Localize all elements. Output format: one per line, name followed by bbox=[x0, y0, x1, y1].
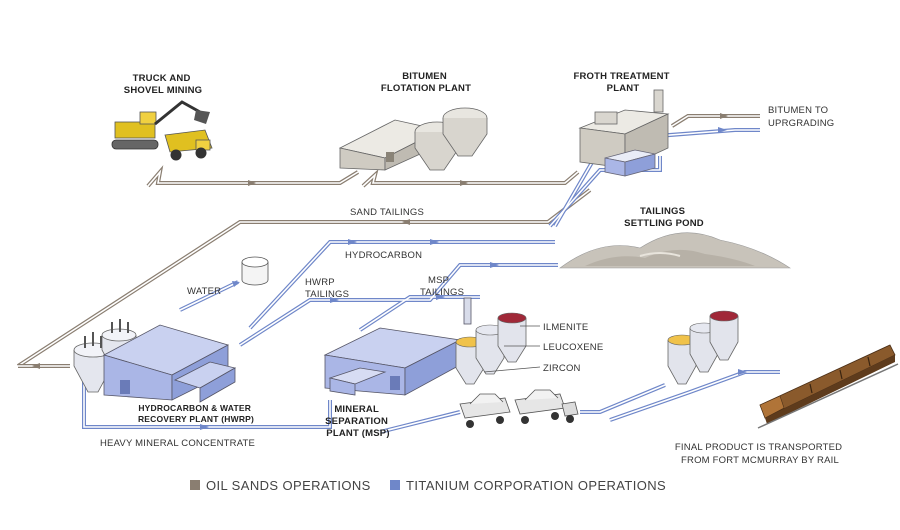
water-tank bbox=[241, 256, 269, 286]
rail-silos bbox=[667, 310, 739, 385]
haul-trucks-illustration bbox=[459, 389, 579, 428]
water-label: WATER bbox=[187, 286, 221, 297]
msp-plant-illustration bbox=[323, 297, 472, 396]
leucoxene-label: LEUCOXENE bbox=[543, 342, 603, 353]
msp-label: MINERAL SEPARATION PLANT (MSP) bbox=[325, 404, 391, 439]
trucks-to-silos-line bbox=[580, 383, 666, 414]
leucoxene-silo bbox=[475, 324, 505, 375]
truck-mining-label: TRUCK AND SHOVEL MINING bbox=[124, 73, 202, 96]
bitumen-flotation-label: BITUMEN FLOTATION PLANT bbox=[381, 71, 471, 94]
legend-titanium-label: TITANIUM CORPORATION OPERATIONS bbox=[406, 478, 666, 493]
bitumen-upgrading-label: BITUMEN TO UPRGRADING bbox=[768, 105, 834, 129]
hwrp-plant-illustration bbox=[73, 319, 237, 403]
msp-silos bbox=[455, 312, 527, 385]
msp-tailings-label: MSP TAILINGS bbox=[420, 275, 464, 298]
tailings-pond-illustration bbox=[559, 232, 791, 269]
truck-trailer-1 bbox=[459, 393, 511, 428]
froth-treatment-illustration bbox=[578, 89, 670, 177]
truck-cab bbox=[561, 401, 579, 423]
oil-sands-arrows bbox=[32, 113, 728, 369]
titanium-flow-lines-inner bbox=[83, 129, 780, 433]
froth-treatment-label: FROTH TREATMENT PLANT bbox=[573, 71, 672, 94]
final-product-label: FINAL PRODUCT IS TRANSPORTED FROM FORT M… bbox=[675, 442, 845, 466]
legend: OIL SANDS OPERATIONS TITANIUM CORPORATIO… bbox=[190, 478, 666, 493]
flotation-to-froth-line bbox=[361, 169, 580, 188]
silo-leader-lines bbox=[483, 325, 541, 373]
ilmenite-label: ILMENITE bbox=[543, 322, 588, 333]
sand-tailings-label: SAND TAILINGS bbox=[350, 207, 424, 218]
legend-oil-sands-label: OIL SANDS OPERATIONS bbox=[206, 478, 371, 493]
hwrp-label: HYDROCARBON & WATER RECOVERY PLANT (HWRP… bbox=[138, 403, 254, 424]
truck-shovel-illustration bbox=[111, 100, 213, 161]
legend-oil-sands-swatch bbox=[190, 480, 200, 490]
train-illustration bbox=[757, 344, 899, 429]
tailings-pond-label: TAILINGS SETTLING POND bbox=[624, 206, 704, 229]
hydrocarbon-label: HYDROCARBON bbox=[345, 250, 422, 261]
truck-trailer-2 bbox=[514, 389, 566, 424]
hwrp-tailings-label: HWRP TAILINGS bbox=[305, 277, 349, 300]
heavy-mineral-label: HEAVY MINERAL CONCENTRATE bbox=[100, 438, 255, 449]
flotation-plant-illustration bbox=[338, 107, 488, 171]
titanium-arrows bbox=[200, 127, 747, 430]
ilmenite-silo bbox=[497, 312, 527, 363]
zircon-label: ZIRCON bbox=[543, 363, 581, 374]
legend-titanium-swatch bbox=[390, 480, 400, 490]
